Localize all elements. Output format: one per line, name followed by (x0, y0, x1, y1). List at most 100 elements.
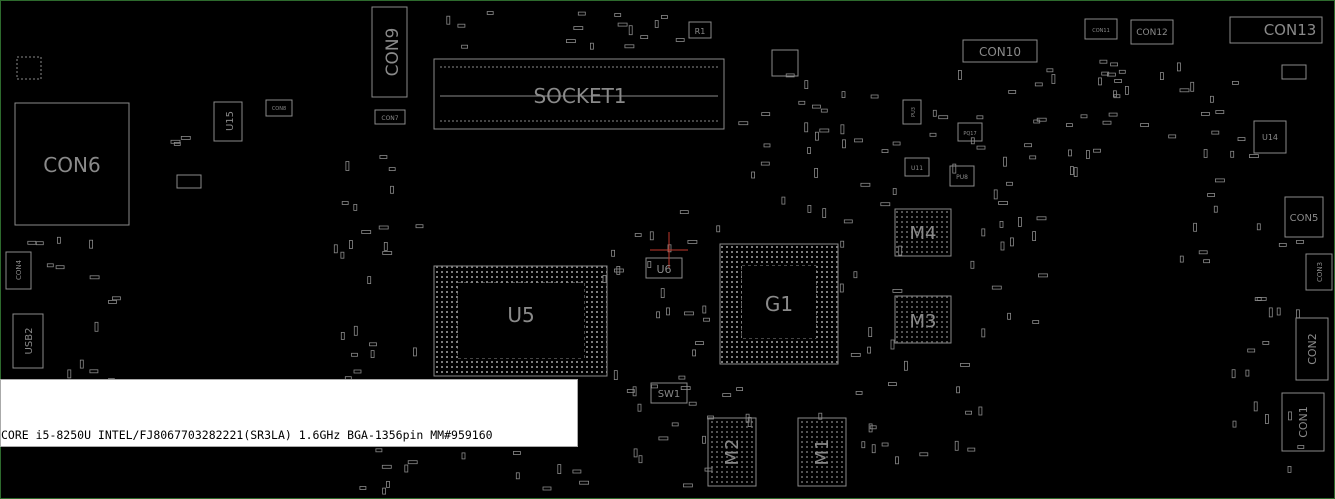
smd-part (854, 138, 863, 143)
con13-outline[interactable] (1229, 16, 1323, 44)
smd-part (929, 132, 937, 137)
smd-part (616, 265, 621, 275)
con11-label: CON11 (1092, 28, 1110, 34)
con2-label: CON2 (1306, 333, 1319, 365)
con3-outline[interactable] (1305, 253, 1333, 291)
smd-part (798, 100, 806, 105)
con10-outline[interactable] (962, 39, 1038, 63)
smd-part (1032, 231, 1036, 242)
smd-part (1256, 223, 1261, 231)
con9-outline[interactable] (371, 6, 408, 98)
smd-part (1046, 68, 1054, 73)
smd-part (839, 283, 844, 293)
smd-part (351, 352, 358, 357)
smd-part (919, 452, 929, 457)
con6-outline[interactable] (14, 102, 130, 226)
u11-outline[interactable] (904, 157, 930, 177)
smd-part (1268, 307, 1273, 318)
smd-part (822, 208, 827, 219)
con5-outline[interactable] (1284, 196, 1324, 238)
smd-part (590, 42, 594, 50)
smd-part (1113, 90, 1117, 98)
misc-pad (16, 56, 42, 80)
u14-outline[interactable] (1253, 120, 1287, 154)
smd-part (938, 115, 949, 120)
con8-outline[interactable] (265, 99, 293, 117)
smd-part (1262, 340, 1270, 345)
m2-ball-grid (708, 418, 756, 486)
u11-label: U11 (911, 165, 923, 172)
smd-part (880, 202, 891, 207)
usb2-outline[interactable] (12, 313, 44, 369)
smd-part (761, 112, 771, 116)
smd-part (46, 263, 54, 268)
u5-label: U5 (507, 303, 534, 327)
smd-part (649, 231, 654, 241)
smd-part (812, 104, 821, 109)
smd-part (868, 423, 873, 433)
pu8-outline[interactable] (949, 165, 975, 187)
sw1-outline[interactable] (650, 382, 688, 404)
smd-part (1113, 94, 1121, 99)
con4-outline[interactable] (5, 251, 32, 290)
smd-part (998, 201, 1008, 205)
pu3-outline[interactable] (902, 99, 922, 125)
smd-part (624, 44, 635, 49)
pu3-label: PU3 (911, 107, 917, 117)
smd-part (1070, 166, 1074, 176)
con11-outline[interactable] (1084, 18, 1118, 40)
smd-part (1203, 149, 1208, 158)
smd-part (679, 210, 689, 215)
con13-label: CON13 (1264, 21, 1317, 39)
smd-part (785, 73, 795, 78)
smd-part (633, 448, 638, 458)
smd-part (956, 386, 960, 394)
smd-part (695, 341, 704, 346)
smd-part (804, 122, 809, 133)
smd-part (841, 91, 846, 98)
smd-part (1093, 148, 1101, 153)
smd-part (412, 347, 417, 357)
u15-outline[interactable] (213, 101, 243, 142)
u6-outline[interactable] (645, 257, 683, 279)
con12-outline[interactable] (1130, 19, 1174, 45)
smd-part (1107, 72, 1116, 77)
smd-part (647, 261, 652, 268)
smd-part (614, 13, 622, 17)
smd-part (1086, 150, 1090, 159)
smd-part (1247, 348, 1256, 353)
smd-part (760, 161, 770, 166)
smd-part (861, 441, 866, 449)
component-tooltip: CORE i5-8250U INTEL/FJ8067703282221(SR3L… (0, 379, 578, 447)
smd-part (892, 188, 897, 195)
smd-part (1099, 59, 1108, 64)
smd-part (340, 251, 345, 259)
smd-part (1215, 178, 1225, 183)
smd-part (79, 359, 84, 369)
smd-part (1253, 401, 1258, 412)
pq17-outline[interactable] (957, 122, 983, 142)
smd-part (566, 39, 576, 43)
smd-part (577, 11, 586, 16)
smd-part (815, 131, 819, 141)
smd-part (999, 220, 1004, 228)
smd-part (688, 401, 697, 406)
smd-part (180, 135, 191, 140)
smd-part (892, 288, 903, 293)
smd-part (638, 455, 643, 464)
smd-part (819, 128, 830, 133)
con7-outline[interactable] (374, 109, 406, 125)
smd-part (978, 406, 983, 416)
smd-part (1198, 250, 1208, 255)
smd-part (1201, 112, 1210, 116)
smd-part (108, 299, 117, 304)
socket1-outline[interactable] (433, 58, 725, 130)
smd-part (1101, 71, 1110, 76)
smd-part (370, 350, 375, 359)
smd-part (333, 244, 338, 254)
con1-outline[interactable] (1281, 392, 1325, 452)
smd-part (626, 389, 635, 393)
con2-outline[interactable] (1295, 317, 1329, 381)
r1-outline[interactable] (688, 21, 712, 39)
smd-part (932, 109, 937, 117)
